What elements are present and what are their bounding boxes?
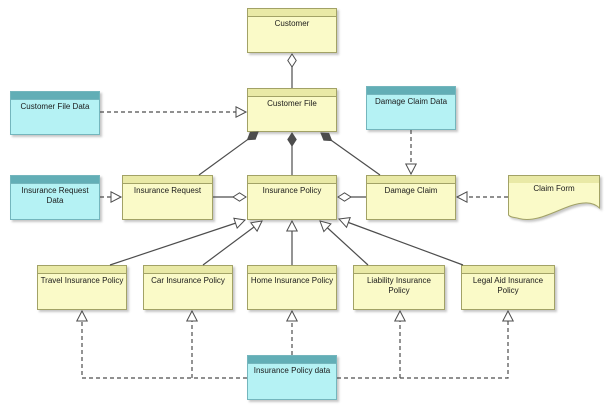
relation-aggregation-damageclaim-insurancepolicy	[337, 192, 366, 202]
marker-triangle	[185, 309, 199, 322]
node-damage-claim[interactable]: Damage Claim	[366, 175, 456, 220]
relation-realization-insurancepolicydata-home	[285, 309, 299, 355]
node-liability-insurance-policy[interactable]: Liability Insurance Policy	[353, 265, 445, 310]
node-customer[interactable]: Customer	[247, 8, 337, 53]
node-label-insurance-policy: Insurance Policy	[262, 186, 322, 195]
marker-triangle	[285, 309, 299, 322]
node-damage-claim-data[interactable]: Damage Claim Data	[366, 86, 456, 130]
node-label-claim-form: Claim Form	[533, 184, 575, 193]
relation-composition-customerfile-insurancepolicy	[287, 132, 297, 175]
object-band	[367, 176, 455, 184]
node-label-liability-insurance-policy: Liability Insurance Policy	[366, 276, 432, 295]
node-label-customer-file: Customer File	[267, 99, 317, 108]
node-customer-file-data[interactable]: Customer File Data	[10, 91, 100, 135]
relation-realization-claimform-damageclaim	[455, 190, 508, 204]
relation-realization-damageclaimdata-damageclaim	[404, 130, 418, 176]
object-band	[367, 87, 455, 95]
relation-aggregation-insurancerequest-insurancepolicy	[213, 192, 247, 202]
node-label-damage-claim: Damage Claim	[384, 186, 438, 195]
node-insurance-request-data[interactable]: Insurance Request Data	[10, 175, 100, 220]
node-insurance-policy[interactable]: Insurance Policy	[247, 175, 337, 220]
node-label-car-insurance-policy: Car Insurance Policy	[151, 276, 225, 285]
object-band	[462, 266, 554, 274]
relation-specialization-car-insurancepolicy	[202, 220, 263, 266]
object-band	[11, 176, 99, 184]
node-insurance-request[interactable]: Insurance Request	[122, 175, 213, 220]
relation-specialization-liability-insurancepolicy	[319, 220, 369, 266]
node-customer-file[interactable]: Customer File	[247, 88, 337, 132]
node-label-home-insurance-policy: Home Insurance Policy	[250, 276, 334, 285]
node-label-insurance-request: Insurance Request	[133, 186, 202, 195]
object-band	[248, 89, 336, 97]
marker-triangle	[235, 105, 248, 119]
representation-shape	[508, 175, 600, 221]
marker-triangle	[75, 309, 89, 322]
marker-diamond-filled	[287, 132, 297, 147]
relation-realization-insurancepolicydata-legalaid	[337, 309, 515, 379]
marker-triangle	[110, 190, 123, 204]
marker-triangle	[501, 309, 515, 322]
object-band	[38, 266, 126, 274]
relation-realization-insurancepolicydata-car	[185, 309, 199, 378]
marker-diamond-open	[287, 53, 297, 68]
relation-aggregation-customerfile-customer	[287, 53, 297, 88]
marker-triangle	[285, 219, 299, 232]
object-band	[354, 266, 444, 274]
relation-realization-insurancepolicydata-travel	[75, 309, 247, 379]
marker-diamond-open	[232, 192, 247, 202]
relation-realization-insurancepolicydata-liability	[393, 309, 407, 378]
relation-composition-customerfile-insurancerequest	[198, 131, 259, 176]
relation-specialization-travel-insurancepolicy	[109, 217, 247, 266]
marker-triangle	[404, 163, 418, 176]
node-travel-insurance-policy[interactable]: Travel Insurance Policy	[37, 265, 127, 310]
object-band	[248, 9, 336, 17]
node-label-insurance-request-data: Insurance Request Data	[21, 186, 89, 205]
node-label-customer-file-data: Customer File Data	[20, 102, 90, 111]
marker-triangle	[233, 217, 247, 230]
node-legal-aid-insurance-policy[interactable]: Legal Aid Insurance Policy	[461, 265, 555, 310]
object-band	[248, 356, 336, 364]
node-label-damage-claim-data: Damage Claim Data	[374, 97, 448, 106]
relation-specialization-legalaid-insurancepolicy	[337, 217, 464, 266]
object-band	[144, 266, 232, 274]
object-band	[11, 92, 99, 100]
node-claim-form[interactable]: Claim Form	[508, 175, 600, 221]
relation-specialization-home-insurancepolicy	[285, 219, 299, 265]
marker-triangle	[393, 309, 407, 322]
node-insurance-policy-data[interactable]: Insurance Policy data	[247, 355, 337, 400]
object-band	[248, 266, 336, 274]
object-band	[123, 176, 212, 184]
node-label-legal-aid-insurance-policy: Legal Aid Insurance Policy	[472, 276, 544, 295]
node-car-insurance-policy[interactable]: Car Insurance Policy	[143, 265, 233, 310]
node-home-insurance-policy[interactable]: Home Insurance Policy	[247, 265, 337, 310]
relation-realization-customerfiledata-customerfile	[100, 105, 248, 119]
marker-triangle	[337, 217, 351, 229]
node-label-travel-insurance-policy: Travel Insurance Policy	[40, 276, 124, 285]
marker-diamond-open	[337, 192, 352, 202]
node-label-insurance-policy-data: Insurance Policy data	[253, 366, 331, 375]
marker-triangle	[455, 190, 468, 204]
relation-realization-insurancerequestdata-insurancerequest	[100, 190, 123, 204]
relation-composition-customerfile-damageclaim	[320, 132, 381, 176]
node-label-customer: Customer	[274, 19, 310, 28]
object-band	[248, 176, 336, 184]
